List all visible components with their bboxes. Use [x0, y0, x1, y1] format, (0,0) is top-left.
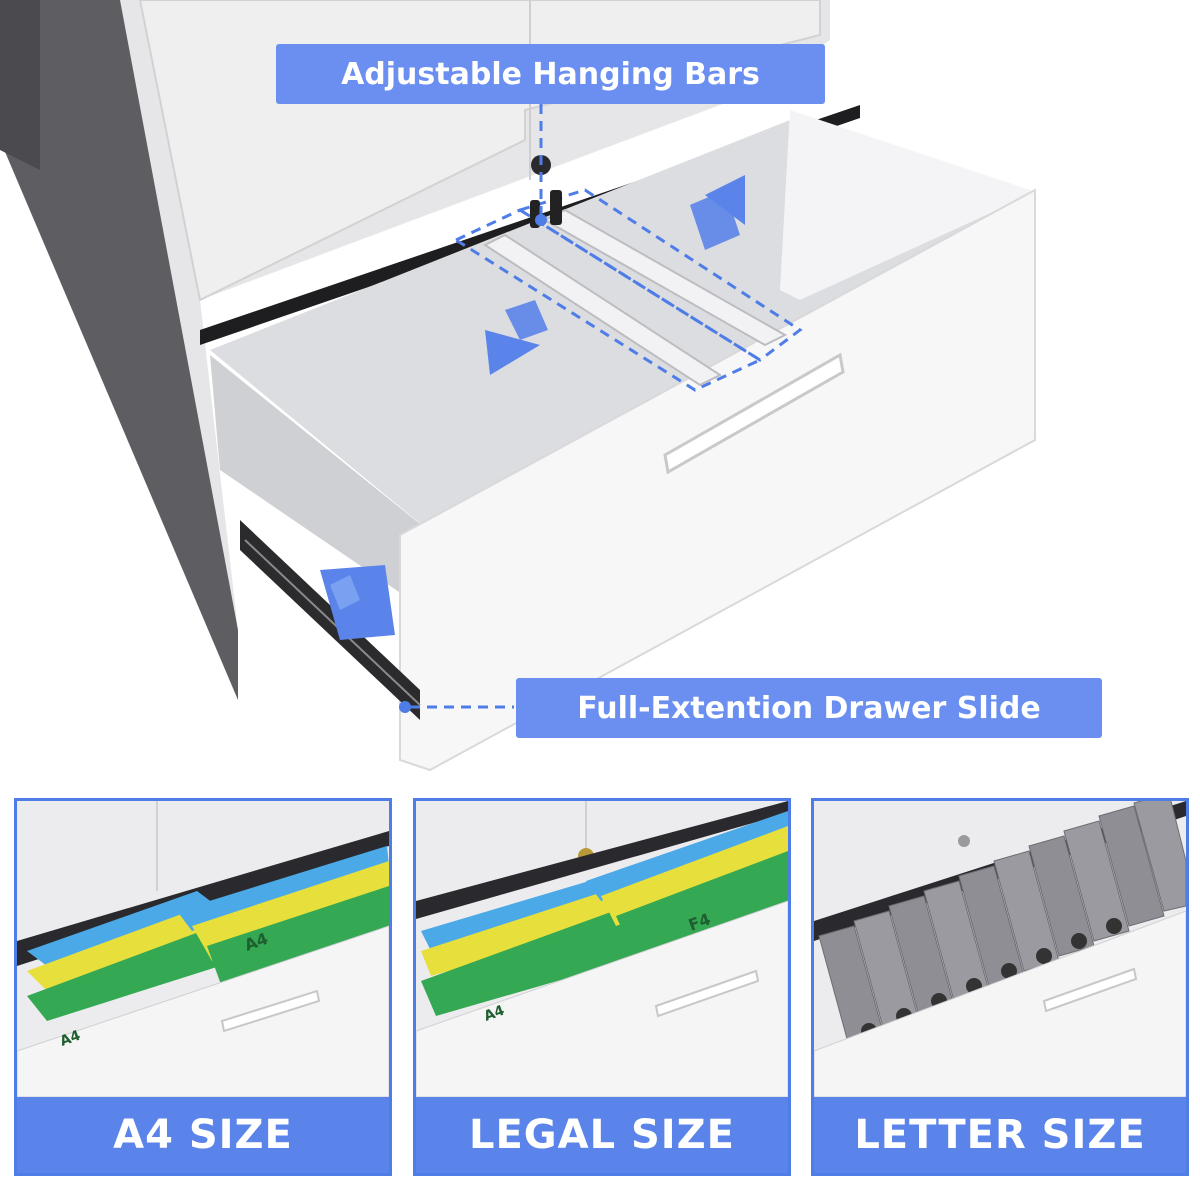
a4-folders-illustration: A4 A4 [17, 801, 389, 1097]
drawer-front-panel [399, 188, 1036, 772]
arrow-down-icon [485, 300, 548, 375]
panel-legal: F4 A4 LEGAL SIZE [413, 798, 791, 1176]
svg-text:A4: A4 [482, 1003, 507, 1025]
panel-caption-letter: LETTER SIZE [814, 1097, 1186, 1173]
hanging-bar-left [482, 233, 723, 387]
drawer-handle [663, 352, 845, 475]
drawer-slide-callout: Full-Extention Drawer Slide [516, 678, 1102, 738]
drawer-slide-arrow-icon [320, 565, 395, 640]
drawer-left-wall [210, 355, 440, 620]
panel-caption-a4: A4 SIZE [17, 1097, 389, 1173]
svg-text:A4: A4 [58, 1028, 83, 1050]
panel-a4: A4 A4 A4 SIZE [14, 798, 392, 1176]
panel-caption-legal: LEGAL SIZE [416, 1097, 788, 1173]
binders [818, 801, 1186, 1047]
panel-letter: LETTER SIZE [811, 798, 1189, 1176]
arrow-up-icon [690, 175, 745, 250]
cabinet-illustration [0, 0, 1036, 772]
hanging-bars-callout: Adjustable Hanging Bars [276, 44, 825, 104]
cabinet-side-panel [0, 0, 238, 700]
legal-folders-illustration: F4 A4 [416, 801, 788, 1097]
drawer-back-wall [780, 110, 1030, 300]
letter-binders-illustration [814, 801, 1186, 1097]
